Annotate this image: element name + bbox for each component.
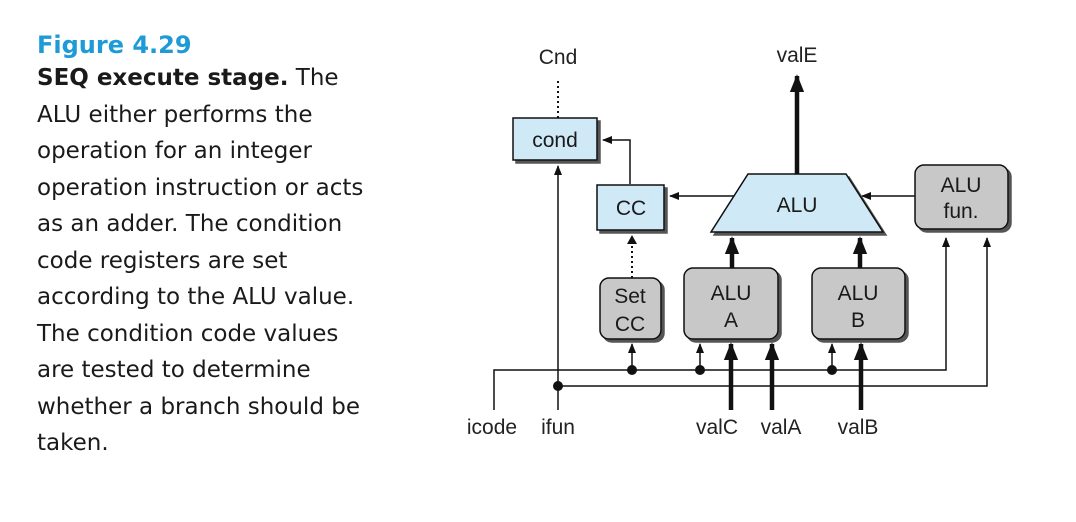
junction-dot bbox=[695, 365, 705, 375]
cnd-output-label: Cnd bbox=[539, 46, 578, 69]
valb-input-label: valB bbox=[838, 416, 879, 439]
junction-dot bbox=[553, 381, 563, 391]
alu-fun-label-line2: fun. bbox=[943, 200, 978, 223]
setcc-to-cc-arrowhead bbox=[627, 235, 637, 244]
caption-body: The ALU either performs the operation fo… bbox=[37, 65, 364, 456]
alu-a-label-line2: A bbox=[724, 309, 738, 332]
alu-b-label-line1: ALU bbox=[838, 282, 879, 305]
alu-shape bbox=[709, 173, 885, 233]
caption-title: SEQ execute stage. bbox=[37, 65, 289, 91]
set-cc-label-line2: CC bbox=[615, 313, 645, 336]
alu-b-label-line2: B bbox=[851, 309, 865, 332]
icode-input-label: icode bbox=[467, 416, 517, 439]
set-cc-label-line1: Set bbox=[614, 285, 646, 308]
junction-dot bbox=[627, 365, 637, 375]
ifun-input-label: ifun bbox=[541, 416, 575, 439]
cc-to-cond-wire bbox=[602, 136, 631, 184]
set-cc-box bbox=[599, 277, 662, 340]
figure-caption: Figure 4.29 SEQ execute stage. The ALU e… bbox=[37, 30, 377, 462]
icode-wire bbox=[493, 237, 950, 410]
valc-input-label: valC bbox=[696, 416, 738, 439]
alu-a-box bbox=[683, 267, 779, 340]
junction-dots bbox=[553, 365, 837, 391]
figure-number: Figure 4.29 bbox=[37, 31, 192, 59]
control-wires bbox=[493, 136, 991, 410]
caption-text: SEQ execute stage. The ALU either perfor… bbox=[37, 60, 377, 462]
dotted-wires bbox=[557, 78, 633, 278]
cond-box bbox=[512, 117, 598, 161]
alu-label: ALU bbox=[777, 194, 818, 217]
data-wires bbox=[723, 74, 869, 410]
alu-b-box bbox=[811, 267, 906, 340]
cc-label: CC bbox=[616, 197, 646, 220]
alu-fun-label-line1: ALU bbox=[941, 174, 982, 197]
vala-input-label: valA bbox=[761, 416, 802, 439]
junction-dot bbox=[827, 365, 837, 375]
alu-fun-box bbox=[914, 164, 1009, 230]
vale-output-label: valE bbox=[777, 44, 818, 67]
alu-a-label-line1: ALU bbox=[711, 282, 752, 305]
cc-box bbox=[596, 184, 665, 231]
cond-label: cond bbox=[532, 129, 578, 152]
